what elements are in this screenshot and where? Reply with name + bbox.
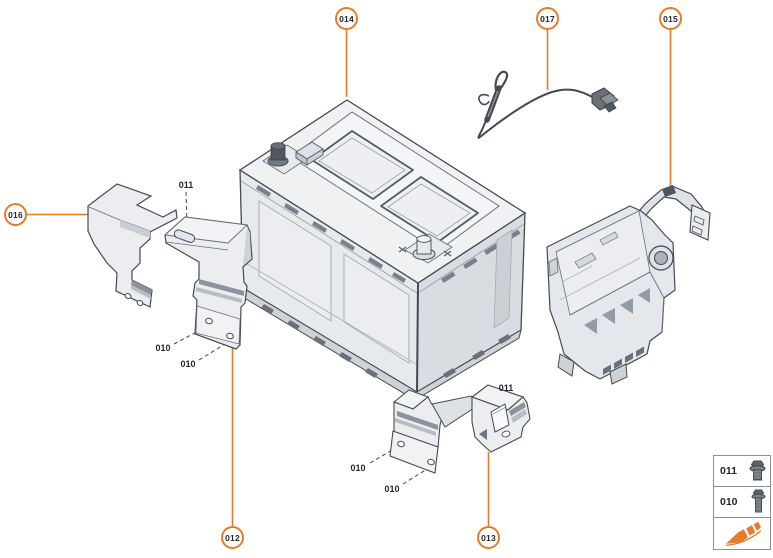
label-010-left-bracket-b[interactable]: 010 bbox=[180, 359, 196, 369]
cable-connector bbox=[591, 87, 619, 113]
bracket-012-illustration bbox=[163, 216, 253, 350]
legend-row-011[interactable]: 011 bbox=[714, 456, 770, 487]
legend-logo-row bbox=[714, 518, 770, 549]
hex-flange-bolt-icon bbox=[749, 460, 766, 480]
callout-013[interactable]: 013 bbox=[477, 526, 500, 549]
hex-flange-screw-icon bbox=[751, 489, 766, 513]
orange-ramp-arrow-logo bbox=[725, 521, 762, 546]
label-010-bottom-bracket-b[interactable]: 010 bbox=[384, 484, 400, 494]
bracket-013-illustration bbox=[389, 384, 531, 474]
label-011-left-bracket[interactable]: 011 bbox=[178, 180, 194, 190]
label-011-bottom-bracket[interactable]: 011 bbox=[498, 383, 514, 393]
vent-cable-illustration bbox=[477, 70, 619, 139]
callout-017[interactable]: 017 bbox=[536, 7, 559, 30]
callout-016[interactable]: 016 bbox=[4, 203, 27, 226]
callout-leader-lines bbox=[27, 30, 672, 526]
callout-014[interactable]: 014 bbox=[335, 7, 358, 30]
bracket-016-illustration bbox=[87, 183, 178, 308]
legend-code-011: 011 bbox=[720, 465, 737, 477]
fasteners-legend: 011 010 bbox=[713, 455, 771, 550]
callout-012[interactable]: 012 bbox=[221, 526, 244, 549]
label-010-left-bracket-a[interactable]: 010 bbox=[155, 343, 171, 353]
tray-round-boss bbox=[648, 245, 674, 271]
callout-015[interactable]: 015 bbox=[659, 7, 682, 30]
label-010-bottom-bracket-a[interactable]: 010 bbox=[350, 463, 366, 473]
battery-negative-terminal bbox=[267, 142, 289, 167]
legend-code-010: 010 bbox=[720, 496, 738, 508]
battery-positive-terminal bbox=[412, 235, 436, 260]
legend-row-010[interactable]: 010 bbox=[714, 487, 770, 518]
battery-tray-illustration bbox=[546, 185, 711, 385]
battery-illustration bbox=[238, 99, 527, 402]
